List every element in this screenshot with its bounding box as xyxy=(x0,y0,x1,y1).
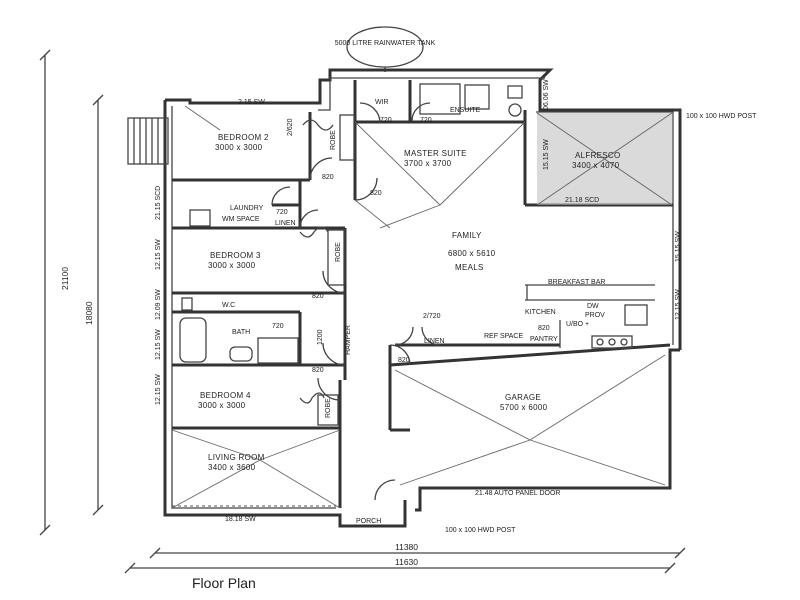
family-name: FAMILY xyxy=(452,231,482,240)
robe-label-1: ROBE xyxy=(330,130,337,150)
bedroom4-size: 3000 x 3000 xyxy=(198,401,246,410)
height-outer-dim: 21100 xyxy=(60,267,70,290)
dim-1200: 1200 xyxy=(317,329,324,345)
garage-name: GARAGE xyxy=(505,393,541,402)
dim-820e: 820 xyxy=(398,357,410,364)
sw-d: 12.15 SW xyxy=(155,374,162,405)
robes xyxy=(299,114,355,426)
sw-b: 12.09 SW xyxy=(155,289,162,320)
living-room-size: 3400 x 3600 xyxy=(208,463,256,472)
hwd-post-top: 100 x 100 HWD POST xyxy=(686,113,757,120)
bedroom2-name: BEDROOM 2 xyxy=(218,133,269,142)
garage-door-label: 21.48 AUTO PANEL DOOR xyxy=(475,490,560,497)
wm-space-label: WM SPACE xyxy=(222,216,260,223)
hwd-post-bottom: 100 x 100 HWD POST xyxy=(445,527,516,534)
family-size: 6800 x 5610 xyxy=(448,249,496,258)
laundry-label: LAUNDRY xyxy=(230,205,264,212)
right-sw-b: 12.15 SW xyxy=(675,289,682,320)
master-suite-name: MASTER SUITE xyxy=(404,149,467,158)
dim-2720: 2/720 xyxy=(423,313,441,320)
bottom-sw: 18.18 SW xyxy=(225,516,256,523)
bedroom4-name: BEDROOM 4 xyxy=(200,391,251,400)
rainwater-tank: 5000 LITRE RAINWATER TANK xyxy=(335,26,436,72)
linen1-label: LINEN xyxy=(275,220,296,227)
sw-a: 12.15 SW xyxy=(155,239,162,270)
meals-label: MEALS xyxy=(455,263,484,272)
dim-820b: 820 xyxy=(370,190,382,197)
dim-720d: 720 xyxy=(272,323,284,330)
breakfast-bar-label: BREAKFAST BAR xyxy=(548,279,605,286)
dim-820f: 820 xyxy=(538,325,550,332)
dim-720c: 720 xyxy=(276,209,288,216)
hamper-label: HAMPER xyxy=(345,325,352,355)
robe-label-2: ROBE xyxy=(335,242,342,262)
ref-space-label: REF SPACE xyxy=(484,333,523,340)
entry-steps xyxy=(127,117,169,165)
garage-size: 5700 x 6000 xyxy=(500,403,548,412)
right-sw-a: 15.15 SW xyxy=(675,231,682,262)
bedroom3-name: BEDROOM 3 xyxy=(210,251,261,260)
top-sw-label: 2.15 SW xyxy=(238,99,265,106)
master-suite-size: 3700 x 3700 xyxy=(404,159,452,168)
dim-820a: 820 xyxy=(322,174,334,181)
alfresco-name: ALFRESCO xyxy=(575,151,621,160)
dim-820d: 820 xyxy=(312,367,324,374)
sw-c: 12.15 SW xyxy=(155,329,162,360)
height-inner-dim: 18080 xyxy=(84,301,94,325)
dimension-lines: 21100 18080 11380 11630 xyxy=(39,49,686,574)
living-room-name: LIVING ROOM xyxy=(208,453,265,462)
uc-label: U/BO + xyxy=(566,321,589,328)
prov-label: PROV xyxy=(585,312,605,319)
pantry-label: PANTRY xyxy=(530,336,558,343)
porch-label: PORCH xyxy=(356,518,381,525)
alfresco-sd: 21.18 SCD xyxy=(565,197,599,204)
alfresco-size: 3400 x 4070 xyxy=(572,161,620,170)
room-labels: BEDROOM 2 3000 x 3000 MASTER SUITE 3700 … xyxy=(198,99,621,525)
page-title: Floor Plan xyxy=(192,575,256,591)
annotations: 2.15 SW 100 x 100 HWD POST 21.18 SCD 21.… xyxy=(155,79,757,534)
wc-label: W.C xyxy=(222,302,235,309)
bedroom3-size: 3000 x 3000 xyxy=(208,261,256,270)
fixtures xyxy=(179,83,648,364)
roof-hip-lines xyxy=(171,105,673,509)
ensuite-sw: 06.06 SW xyxy=(543,79,550,110)
dim-820c: 820 xyxy=(312,293,324,300)
bath-label: BATH xyxy=(232,329,250,336)
bedroom2-size: 3000 x 3000 xyxy=(215,143,263,152)
dim-720b: 720 xyxy=(420,117,432,124)
linen2-label: LINEN xyxy=(424,338,445,345)
kitchen-label: KITCHEN xyxy=(525,309,556,316)
fam-sw: 15.15 SW xyxy=(543,139,550,170)
width-outer-dim: 11630 xyxy=(395,557,418,567)
robe-label-3: ROBE xyxy=(325,398,332,418)
wir-label: WIR xyxy=(375,99,389,106)
door-swings xyxy=(271,102,441,501)
tank-label: 5000 LITRE RAINWATER TANK xyxy=(335,40,436,47)
dw-label: DW xyxy=(587,303,599,310)
width-inner-dim: 11380 xyxy=(395,542,418,552)
dim-720a: 720 xyxy=(380,117,392,124)
dim-2x620: 2/620 xyxy=(287,118,294,136)
ensuite-label: ENSUITE xyxy=(450,107,481,114)
left-sd: 21.15 SCD xyxy=(155,186,162,220)
